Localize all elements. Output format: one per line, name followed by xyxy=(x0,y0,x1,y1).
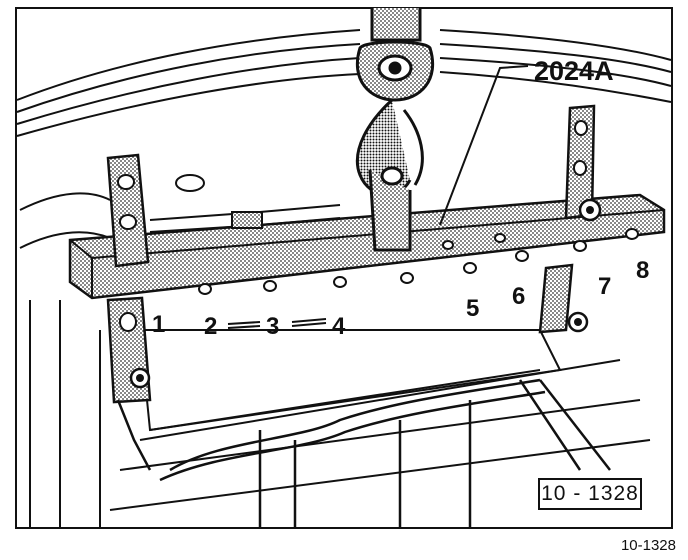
lifting-hook xyxy=(355,8,435,252)
lower-left-bracket xyxy=(106,296,152,471)
figure-tag-box: 10 - 1328 xyxy=(538,478,642,510)
position-5: 5 xyxy=(466,295,479,322)
tool-leader-line xyxy=(439,65,529,226)
position-8: 8 xyxy=(636,257,649,284)
hood-lines xyxy=(16,29,672,137)
position-6: 6 xyxy=(512,283,525,310)
support-bar-2024A xyxy=(68,193,666,300)
figure-id: 10-1328 xyxy=(620,537,676,554)
injector-rail xyxy=(149,174,341,233)
left-bracket xyxy=(106,153,150,268)
right-bracket xyxy=(538,104,602,334)
position-2: 2 xyxy=(204,313,217,340)
position-1: 1 xyxy=(152,311,165,338)
position-4: 4 xyxy=(332,313,346,340)
tool-label: 2024A xyxy=(534,56,614,86)
frame-border xyxy=(15,7,673,529)
position-7: 7 xyxy=(598,273,611,300)
fuel-lines xyxy=(159,378,611,528)
engine-block xyxy=(109,329,651,511)
position-3: 3 xyxy=(266,313,279,340)
number-dash-marks xyxy=(227,318,327,329)
coolant-hose xyxy=(19,192,111,528)
